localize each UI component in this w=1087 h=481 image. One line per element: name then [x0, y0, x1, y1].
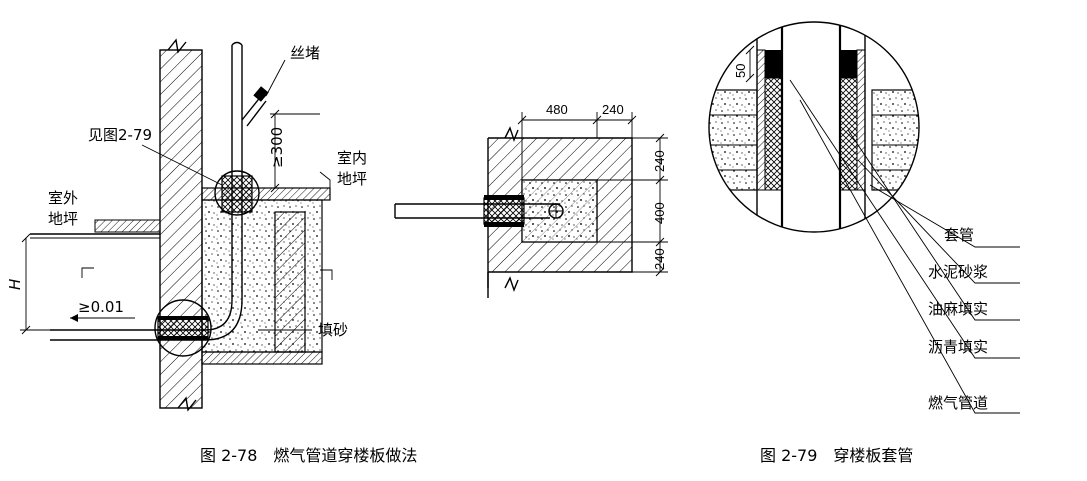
label-height-h: H — [6, 279, 24, 290]
break-mark-bottom — [177, 396, 197, 412]
label-sand: 填砂 — [318, 321, 348, 339]
legend-pipe: 燃气管道 — [928, 394, 988, 412]
legend-oakum: 油麻填实 — [928, 300, 988, 318]
label-outdoor-2: 地坪 — [48, 210, 78, 228]
pit-floor — [201, 351, 323, 365]
label-slope: ≥0.01 — [78, 298, 124, 316]
label-plug: 丝堵 — [290, 44, 320, 62]
dim-top-2: 240 — [602, 102, 624, 117]
indoor-floor-slab — [201, 187, 331, 201]
pit-wall — [274, 211, 306, 353]
figure-2-79: 50 套管 水泥砂浆 油麻填实 沥青填实 燃气管道 图 2-79 穿楼板套管 — [708, 21, 1020, 465]
label-indoor-2: 地坪 — [337, 170, 367, 188]
plug-icon — [253, 86, 269, 102]
dim-right-3: 240 — [652, 248, 667, 270]
slab-right — [871, 89, 919, 191]
legend-mortar: 水泥砂浆 — [928, 263, 988, 281]
dim-top-1: 480 — [546, 102, 568, 117]
floor-sleeve — [221, 175, 253, 213]
label-dim-300: ≥300 — [268, 127, 286, 168]
legend-sleeve: 套管 — [944, 226, 974, 244]
label-indoor-1: 室内 — [337, 149, 367, 167]
asphalt-fill-right — [840, 50, 857, 78]
label-see-fig: 见图2-79 — [88, 126, 152, 144]
leader-mortar — [857, 159, 1020, 284]
wall-sleeve — [157, 317, 209, 339]
leader-pipe — [799, 99, 1020, 414]
figure-2-78: 丝堵 见图2-79 ≥300 室内 地坪 室外 地坪 H ≥0.01 填砂 图 … — [6, 38, 417, 465]
slab-left — [709, 89, 758, 191]
legend-asphalt: 沥青填实 — [928, 338, 988, 356]
wall-section — [159, 49, 203, 409]
detail-circle — [708, 21, 920, 233]
caption-fig-2-79: 图 2-79 穿楼板套管 — [760, 446, 913, 465]
oakum-fill-left — [764, 77, 783, 191]
oakum-fill-right — [839, 77, 858, 191]
leader-sleeve — [869, 184, 1020, 248]
dim-50: 50 — [733, 64, 748, 78]
dim-right-1: 240 — [652, 150, 667, 172]
detail-circle-upper — [214, 170, 260, 216]
break-mark-top — [167, 38, 187, 54]
leader-oakum — [847, 129, 1020, 321]
detail-circle-lower — [154, 299, 212, 357]
outdoor-step — [94, 219, 161, 233]
figure-wall-penetration: 480 240 240 400 240 — [394, 102, 668, 298]
wall-sleeve-mid — [483, 197, 525, 225]
dim-right-2: 400 — [652, 202, 667, 224]
asphalt-fill-left — [765, 50, 782, 78]
caption-fig-2-78: 图 2-78 燃气管道穿楼板做法 — [200, 446, 417, 465]
leader-asphalt — [789, 79, 1020, 359]
label-outdoor-1: 室外 — [48, 189, 78, 207]
